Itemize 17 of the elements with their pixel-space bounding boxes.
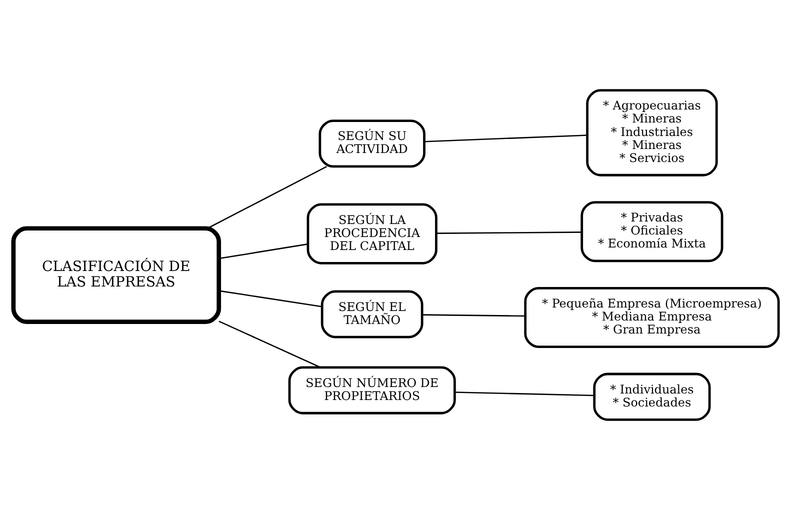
connector (424, 134, 588, 142)
connector (422, 314, 526, 317)
node-box: * Individuales * Sociedades (593, 372, 711, 421)
node-box: SEGÚN LA PROCEDENCIA DEL CAPITAL (306, 203, 438, 264)
connector (218, 320, 321, 368)
connector (454, 392, 594, 396)
connector (207, 166, 327, 229)
node-box: SEGÚN SU ACTIVIDAD (318, 120, 426, 168)
node-box: SEGÚN NÚMERO DE PROPIETARIOS (288, 366, 456, 414)
node-box: * Agropecuarias * Mineras * Industriales * Mineras * Servicios (586, 89, 718, 176)
connector (218, 290, 322, 308)
node-box: * Pequeña Empresa (Microempresa) * Mediana Empresa * Gran Empresa (524, 286, 780, 348)
node-box: SEGÚN EL TAMAÑO (320, 290, 424, 338)
connector (218, 243, 308, 260)
node-box: * Privadas * Oficiales * Economía Mixta (580, 201, 724, 262)
connector (436, 232, 582, 234)
node-box: CLASIFICACIÓN DE LAS EMPRESAS (11, 226, 222, 324)
